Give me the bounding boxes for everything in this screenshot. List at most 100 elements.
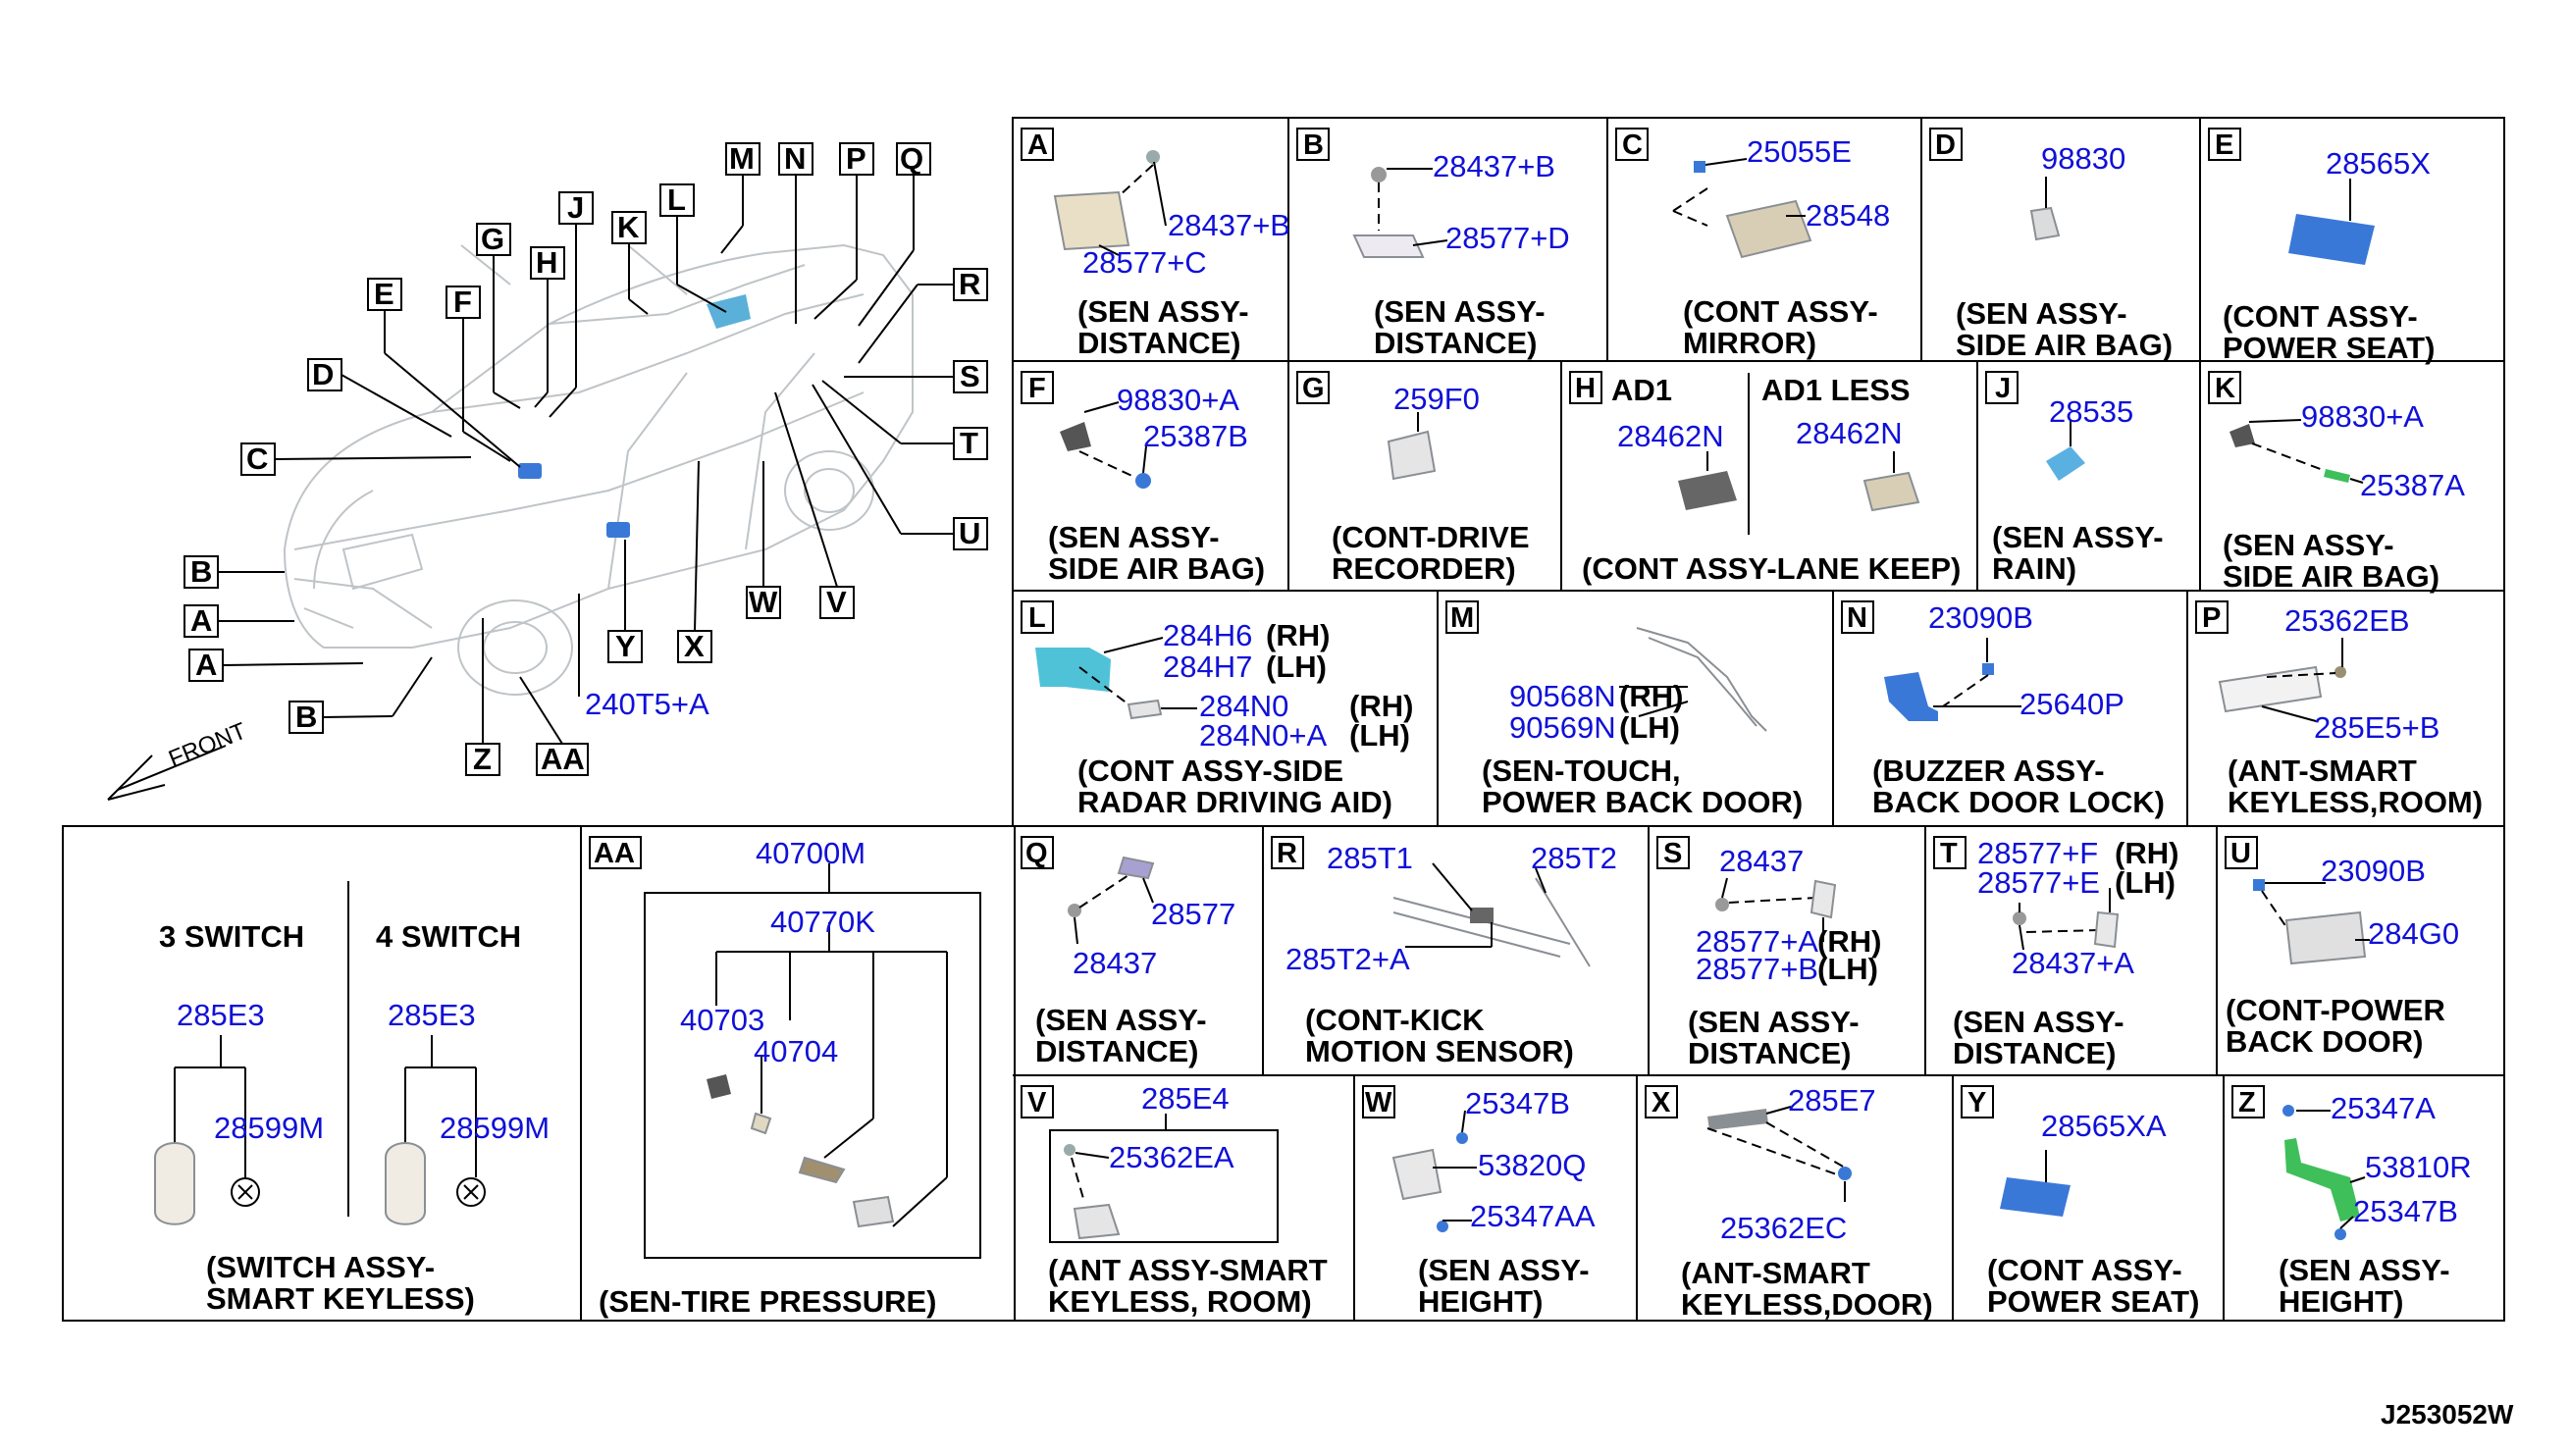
cell-f-part-0: 98830+A xyxy=(1117,383,1239,417)
key-fob-4-icon xyxy=(385,1142,426,1225)
cell-k-part-1: 25387A xyxy=(2360,468,2465,502)
cell-n-letter: N xyxy=(1847,602,1867,634)
callout-d: D xyxy=(312,357,334,391)
overview-part-e xyxy=(518,463,542,479)
cell-y-caption-0: (CONT ASSY- xyxy=(1987,1253,2182,1287)
diagram-code: J253052W xyxy=(2381,1399,2514,1430)
cell-f-part-1: 25387B xyxy=(1143,419,1248,453)
cell-w-part-2: 25347AA xyxy=(1470,1199,1596,1233)
cell-s: 28437 28577+A (RH) 28577+B (LH) (SEN ASS… xyxy=(1688,844,1881,1070)
cell-t-caption-1: DISTANCE) xyxy=(1953,1036,2116,1070)
cell-r-part-0: 285T1 xyxy=(1327,841,1413,875)
callout-s: S xyxy=(960,359,980,393)
cell-t-side-1: (LH) xyxy=(2115,865,2176,900)
cell-j: 28535 (SEN ASSY- RAIN) xyxy=(1992,394,2164,586)
cell-b-part-1: 28577+D xyxy=(1445,221,1570,255)
callout-a: A xyxy=(190,603,212,638)
cell-y-caption-1: POWER SEAT) xyxy=(1987,1284,2199,1319)
cell-z: 25347A 53810R 25347B (SEN ASSY- HEIGHT) xyxy=(2279,1091,2472,1319)
callout-q: Q xyxy=(900,141,923,176)
cell-g-caption-1: RECORDER) xyxy=(1332,551,1516,586)
overview-part-l xyxy=(707,294,751,329)
cell-aa: 40700M 40770K 40703 40704 (SEN-TIRE PRES… xyxy=(599,836,981,1319)
cell-k-letter: K xyxy=(2215,373,2235,404)
cell-g-part-0: 259F0 xyxy=(1393,382,1480,416)
cell-b-caption-0: (SEN ASSY- xyxy=(1374,294,1546,329)
callout-n: N xyxy=(784,141,806,176)
cell-r: 285T1 285T2 285T2+A (CONT-KICK MOTION SE… xyxy=(1285,841,1617,1068)
cell-q: 28577 28437 (SEN ASSY- DISTANCE) xyxy=(1035,856,1235,1068)
callout-e: E xyxy=(374,277,394,311)
cell-u-caption-1: BACK DOOR) xyxy=(2226,1024,2424,1059)
cell-y-letter: Y xyxy=(1967,1087,1986,1118)
cell-b-part-0: 28437+B xyxy=(1433,149,1555,183)
cell-c: 25055E 28548 (CONT ASSY- MIRROR) xyxy=(1672,134,1890,360)
callout-r: R xyxy=(959,267,980,301)
cell-p-caption-0: (ANT-SMART xyxy=(2228,754,2417,788)
cell-v-caption-0: (ANT ASSY-SMART xyxy=(1048,1253,1328,1287)
cell-x-caption-1: KEYLESS,DOOR) xyxy=(1681,1287,1933,1322)
cell-h-part-0: 28462N xyxy=(1617,419,1724,453)
cell-b-caption-1: DISTANCE) xyxy=(1374,326,1537,360)
callout-aa: AA xyxy=(541,742,585,776)
cell-n-part-1: 25640P xyxy=(2019,687,2124,721)
overview-part-y xyxy=(606,522,630,538)
cell-h-variant-1: AD1 LESS xyxy=(1761,373,1911,407)
cell-s-side-0: (RH) xyxy=(1817,924,1881,959)
switch-3-part-1: 28599M xyxy=(214,1111,324,1145)
cell-letters: A B C D E F G H J K L M N P Q R S T U V … xyxy=(589,128,2265,1118)
cell-t-part-1: 28577+E xyxy=(1977,865,2100,900)
cell-h-caption-0: (CONT ASSY-LANE KEEP) xyxy=(1582,551,1961,586)
callout-g: G xyxy=(481,222,504,256)
cell-l-side-3: (LH) xyxy=(1349,718,1410,753)
cell-p-part-1: 285E5+B xyxy=(2314,710,2439,745)
callout-z: Z xyxy=(473,742,492,776)
front-label: FRONT xyxy=(165,717,250,772)
vehicle-overview: FRONT 240T5+A xyxy=(107,243,914,801)
cell-t-side-0: (RH) xyxy=(2115,836,2178,870)
cell-e-caption-1: POWER SEAT) xyxy=(2223,331,2435,365)
cell-g-caption-0: (CONT-DRIVE xyxy=(1332,520,1530,554)
cell-z-part-2: 25347B xyxy=(2353,1194,2458,1228)
cell-l-side-2: (RH) xyxy=(1349,689,1413,723)
cell-v-caption-1: KEYLESS, ROOM) xyxy=(1048,1284,1312,1319)
cell-p: 25362EB 285E5+B (ANT-SMART KEYLESS,ROOM) xyxy=(2218,603,2483,819)
cell-f-caption-1: SIDE AIR BAG) xyxy=(1048,551,1265,586)
cell-u-part-1: 284G0 xyxy=(2368,916,2459,951)
cell-v: 285E4 25362EA (ANT ASSY-SMART KEYLESS, R… xyxy=(1048,1081,1328,1319)
cell-z-part-0: 25347A xyxy=(2331,1091,2436,1125)
cell-z-part-1: 53810R xyxy=(2365,1150,2472,1184)
cell-u: 23090B 284G0 (CONT-POWER BACK DOOR) xyxy=(2226,854,2459,1059)
callout-b2: B xyxy=(295,700,317,734)
cell-p-caption-1: KEYLESS,ROOM) xyxy=(2228,785,2483,819)
cell-r-caption-0: (CONT-KICK xyxy=(1305,1003,1485,1037)
cell-v-part-0: 285E4 xyxy=(1141,1081,1230,1116)
cell-d-caption-1: SIDE AIR BAG) xyxy=(1956,328,2173,362)
cell-aa-letter: AA xyxy=(594,838,635,869)
cell-t-part-0: 28577+F xyxy=(1977,836,2098,870)
cell-a: 28437+B 28577+C (SEN ASSY- DISTANCE) xyxy=(1053,150,1290,360)
cell-m-side-1: (LH) xyxy=(1619,710,1680,745)
cell-l-side-1: (LH) xyxy=(1266,650,1327,684)
cell-l-caption-1: RADAR DRIVING AID) xyxy=(1077,785,1392,819)
cell-m-part-1: 90569N xyxy=(1509,710,1616,745)
cell-l-part-1: 284H7 xyxy=(1163,650,1252,684)
switch-4-part-1: 28599M xyxy=(440,1111,550,1145)
cell-d: 98830 (SEN ASSY- SIDE AIR BAG) xyxy=(1956,141,2173,362)
overview-callouts: A A B B C D E F G H J K L xyxy=(184,141,988,776)
switch-variant-1: 4 SWITCH xyxy=(376,919,521,954)
switch-caption-0: (SWITCH ASSY- xyxy=(206,1250,435,1284)
cell-g: 259F0 (CONT-DRIVE RECORDER) xyxy=(1332,382,1530,586)
cell-d-part-0: 98830 xyxy=(2041,141,2125,176)
cell-h-part-1: 28462N xyxy=(1796,416,1903,450)
cell-s-part-0: 28437 xyxy=(1719,844,1804,878)
key-fob-3-icon xyxy=(154,1142,195,1225)
cell-x-part-1: 25362EC xyxy=(1720,1211,1847,1245)
cell-e-letter: E xyxy=(2215,130,2233,161)
cell-f: 98830+A 25387B (SEN ASSY- SIDE AIR BAG) xyxy=(1048,383,1265,586)
cell-q-letter: Q xyxy=(1025,838,1048,869)
cell-b-letter: B xyxy=(1303,130,1324,161)
cell-l-part-2: 284N0 xyxy=(1199,689,1288,723)
callout-y: Y xyxy=(615,629,636,663)
